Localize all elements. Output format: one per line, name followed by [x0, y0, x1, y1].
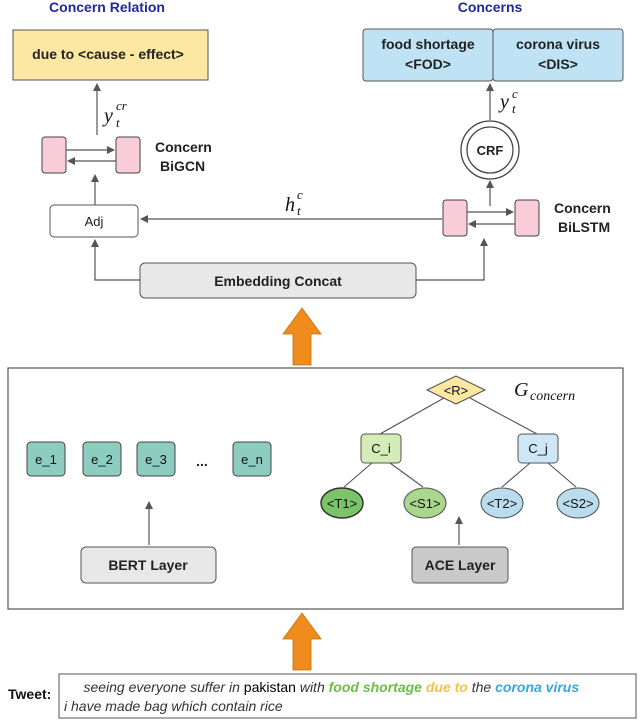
- adj-label: Adj: [85, 214, 104, 229]
- bert-layer-box: [80, 546, 217, 584]
- concern-relation-heading: Concern Relation: [49, 0, 165, 15]
- h-label: h: [285, 194, 295, 216]
- graph-s1-label: <S1>: [409, 496, 440, 511]
- graph-ci-node: [360, 433, 402, 464]
- tweet-text-seg6: the: [468, 679, 495, 695]
- y-cr-superscript: cr: [116, 98, 128, 113]
- graph-t2-label: <T2>: [487, 496, 517, 511]
- bigcn-right-cell: [115, 136, 141, 174]
- tweet-text-food-shortage: food shortage: [329, 679, 423, 695]
- token-ellipsis: ...: [196, 453, 208, 469]
- graph-ci-label: C_i: [371, 441, 391, 456]
- token-box-e3: [136, 441, 176, 477]
- edge-cj-t2: [501, 462, 531, 488]
- edge-ci-s1: [389, 462, 424, 488]
- y-c-label: y: [498, 91, 509, 113]
- encoder-to-concat-arrow: [282, 307, 322, 366]
- tweet-text-pakistan: pakistan: [244, 679, 296, 695]
- crf-inner-ring: [466, 126, 514, 174]
- g-concern-subscript: concern: [530, 389, 575, 404]
- concat-to-adj-arrow: [91, 239, 140, 281]
- edge-root-cj: [469, 397, 538, 435]
- tweet-text-seg0: seeing everyone suffer in: [83, 679, 243, 695]
- y-c-subscript: t: [512, 101, 516, 116]
- bilstm-left-cell: [442, 199, 468, 237]
- graph-s2-label: <S2>: [562, 496, 593, 511]
- token-box-en: [232, 441, 272, 477]
- concern-entity-food-tag: <FOD>: [405, 56, 451, 72]
- crf-label: CRF: [477, 143, 504, 158]
- token-e2: e_2: [91, 452, 113, 467]
- token-e1: e_1: [35, 452, 57, 467]
- h-subscript: t: [297, 203, 301, 218]
- edge-root-ci: [379, 397, 445, 435]
- y-c-superscript: c: [512, 86, 518, 101]
- tweet-label: Tweet:: [8, 686, 51, 702]
- graph-root-node: [425, 375, 487, 405]
- bigcn-label-line1: Concern: [155, 139, 212, 155]
- concern-entity-food-name: food shortage: [381, 36, 475, 52]
- concern-relation-output-box: [12, 29, 209, 81]
- graph-s2-node: [556, 487, 600, 519]
- token-en: e_n: [241, 452, 263, 467]
- concerns-heading: Concerns: [458, 0, 523, 15]
- graph-t1-node: [320, 487, 364, 519]
- y-cr-subscript: t: [116, 115, 120, 130]
- bigcn-label-line2: BiGCN: [160, 158, 205, 174]
- bert-layer-label: BERT Layer: [108, 557, 188, 573]
- tweet-to-encoder-arrow: [282, 612, 322, 671]
- bilstm-right-cell: [514, 199, 540, 237]
- token-e3: e_3: [145, 452, 167, 467]
- g-concern-label: G: [514, 379, 529, 401]
- adj-box: [49, 204, 139, 238]
- embedding-concat-label: Embedding Concat: [214, 273, 342, 289]
- h-superscript: c: [297, 187, 303, 202]
- token-box-e1: [26, 441, 66, 477]
- graph-s1-node: [403, 487, 447, 519]
- edge-ci-t1: [343, 462, 373, 488]
- concern-relation-output: due to <cause - effect>: [32, 46, 184, 62]
- concern-entity-corona-name: corona virus: [516, 36, 600, 52]
- tweet-box: [58, 673, 637, 719]
- tweet-text-due-to: due to: [426, 679, 468, 695]
- bigcn-left-cell: [41, 136, 67, 174]
- bilstm-label-line2: BiLSTM: [558, 219, 610, 235]
- graph-root-label: <R>: [444, 383, 469, 398]
- graph-cj-label: C_j: [528, 441, 548, 456]
- concern-entity-box-corona: [492, 28, 624, 82]
- tweet-text-corona-virus: corona virus: [495, 679, 579, 695]
- token-box-e2: [82, 441, 122, 477]
- graph-t1-label: <T1>: [327, 496, 357, 511]
- concern-entity-corona-tag: <DIS>: [538, 56, 578, 72]
- y-cr-label: y: [102, 105, 113, 127]
- edge-cj-s2: [547, 462, 577, 488]
- concat-to-bilstm-arrow: [416, 238, 488, 281]
- ace-layer-box: [411, 546, 509, 584]
- graph-t2-node: [480, 487, 524, 519]
- bilstm-label-line1: Concern: [554, 200, 611, 216]
- tweet-line1: seeing everyone suffer in pakistan with …: [64, 679, 591, 695]
- graph-cj-node: [517, 433, 559, 464]
- ace-layer-label: ACE Layer: [425, 557, 496, 573]
- tweet-line2: i have made bag which contain rice: [64, 698, 283, 714]
- tweet-text-seg2: with: [296, 679, 329, 695]
